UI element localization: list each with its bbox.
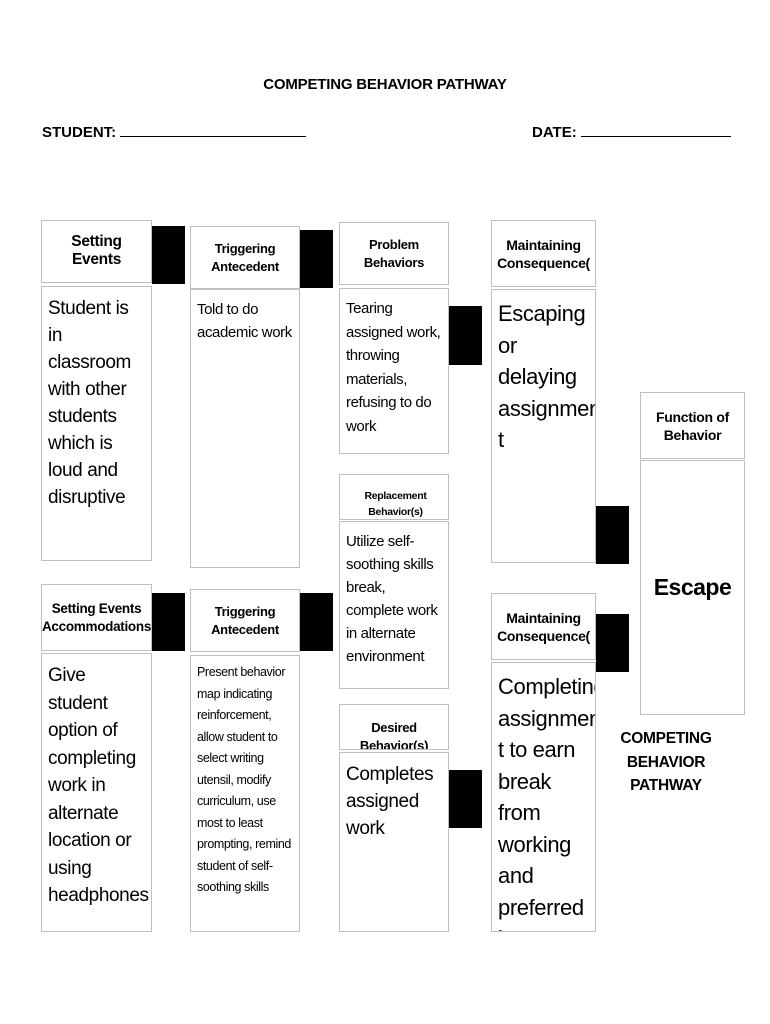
replacement-behaviors-header: Replacement Behavior(s) [339,474,449,520]
problem-behaviors-body: Tearing assigned work, throwing material… [339,288,449,454]
problem-behaviors-connector [449,306,482,365]
desired-behaviors-header: Desired Behavior(s) [339,704,449,750]
setting-events-header: Setting Events [41,220,152,283]
page-title: COMPETING BEHAVIOR PATHWAY [263,76,507,93]
replacement-behaviors-body: Utilize self-soothing skills break, comp… [339,521,449,689]
triggering-antecedent-header: Triggering Antecedent [190,226,300,289]
maintaining-consequence-2-body: Completing assignmen t to earn break fro… [491,662,596,932]
date-input-line[interactable] [580,122,731,137]
maintaining-consequence-1-body: Escaping or delaying assignmen t [491,289,596,563]
triggering-antecedent-body: Told to do academic work [190,289,300,568]
date-label: DATE: [532,124,577,141]
student-field: STUDENT: [42,122,307,141]
triggering-antecedent-connector [300,230,333,288]
student-label: STUDENT: [42,124,117,141]
triggering-antecedent-2-connector [300,593,333,651]
problem-behaviors-header: Problem Behaviors [339,222,449,285]
setting-events-accommodations-body: Give student option of completing work i… [41,653,152,932]
desired-behaviors-connector [449,770,482,828]
student-input-line[interactable] [120,122,307,137]
maintaining-consequence-2-header: Maintaining Consequence( [491,593,596,660]
date-field: DATE: [532,122,731,141]
desired-behaviors-body: Completes assigned work [339,752,449,932]
setting-events-connector [152,226,185,284]
maintaining-consequence-2-connector [596,614,629,672]
side-pathway-label: COMPETING BEHAVIOR PATHWAY [620,730,712,794]
function-of-behavior-body: Escape [640,460,745,715]
setting-events-accommodations-connector [152,593,185,651]
function-of-behavior-header: Function of Behavior [640,392,745,459]
triggering-antecedent-2-header: Triggering Antecedent [190,589,300,652]
maintaining-consequence-1-header: Maintaining Consequence( [491,220,596,287]
setting-events-body: Student is in classroom with other stude… [41,286,152,561]
setting-events-accommodations-header: Setting Events Accommodations [41,584,152,651]
triggering-antecedent-2-body: Present behavior map indicating reinforc… [190,655,300,932]
maintaining-consequence-1-connector [596,506,629,564]
